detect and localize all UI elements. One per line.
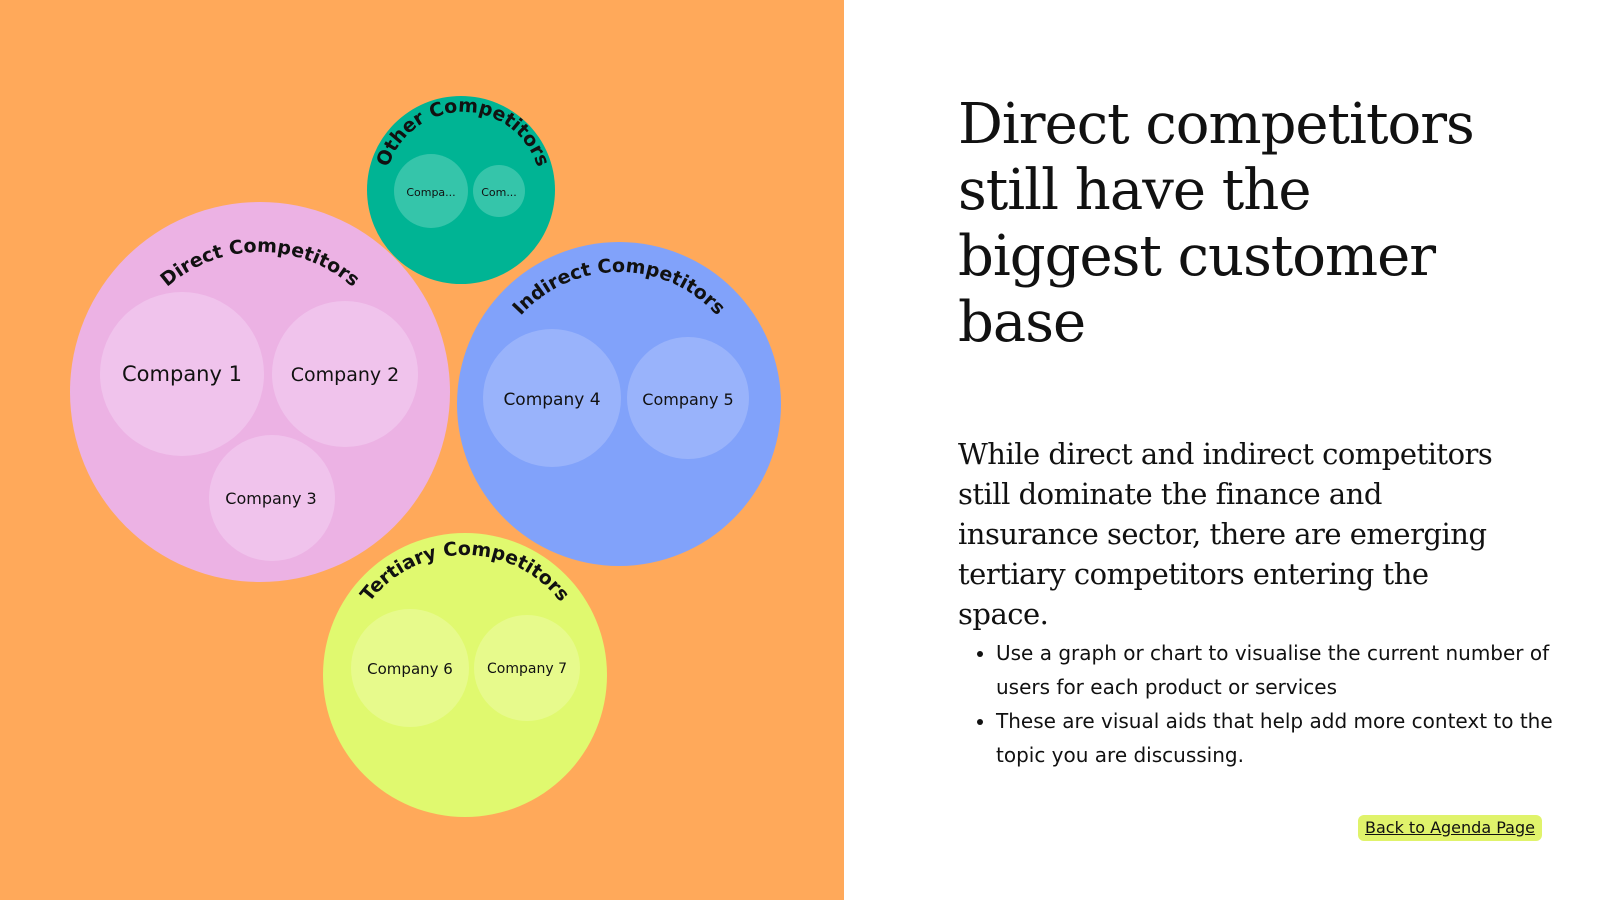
bullet-item: Use a graph or chart to visualise the cu… — [996, 636, 1556, 704]
company-3-bubble — [209, 435, 335, 561]
company-7-label: Company 7 — [487, 661, 567, 677]
diagram-panel: Direct Competitors Company 1 Company 2 C… — [0, 0, 844, 900]
group-direct-competitors: Direct Competitors Company 1 Company 2 C… — [70, 202, 450, 582]
back-to-agenda-link[interactable]: Back to Agenda Page — [1358, 815, 1542, 841]
company-b-bubble — [473, 165, 525, 217]
company-5-bubble — [627, 337, 749, 459]
bullet-item: These are visual aids that help add more… — [996, 704, 1556, 772]
company-6-bubble — [351, 609, 469, 727]
group-tertiary-competitors: Tertiary Competitors Company 6 Company 7 — [323, 533, 607, 817]
text-panel: Direct competitors still have the bigges… — [844, 0, 1600, 900]
competitor-bubble-diagram: Direct Competitors Company 1 Company 2 C… — [70, 95, 781, 817]
company-a-bubble — [394, 154, 468, 228]
company-7-bubble — [474, 615, 580, 721]
company-3-label: Company 3 — [225, 489, 316, 508]
group-other-competitors: Other Competitors Compa... Com... — [367, 95, 555, 284]
company-4-label: Company 4 — [503, 390, 600, 410]
company-b-label: Com... — [481, 186, 517, 199]
company-5-label: Company 5 — [642, 390, 733, 409]
bullet-list: Use a graph or chart to visualise the cu… — [958, 636, 1556, 772]
group-indirect-competitors: Indirect Competitors Company 4 Company 5 — [457, 242, 781, 566]
company-1-label: Company 1 — [122, 362, 242, 386]
company-6-label: Company 6 — [367, 660, 453, 678]
slide-title: Direct competitors still have the bigges… — [958, 92, 1475, 355]
company-2-label: Company 2 — [291, 364, 400, 386]
company-1-bubble — [100, 292, 264, 456]
company-a-label: Compa... — [406, 186, 455, 199]
slide-body-text: While direct and indirect competitors st… — [958, 437, 1493, 631]
company-2-bubble — [272, 301, 418, 447]
company-4-bubble — [483, 329, 621, 467]
